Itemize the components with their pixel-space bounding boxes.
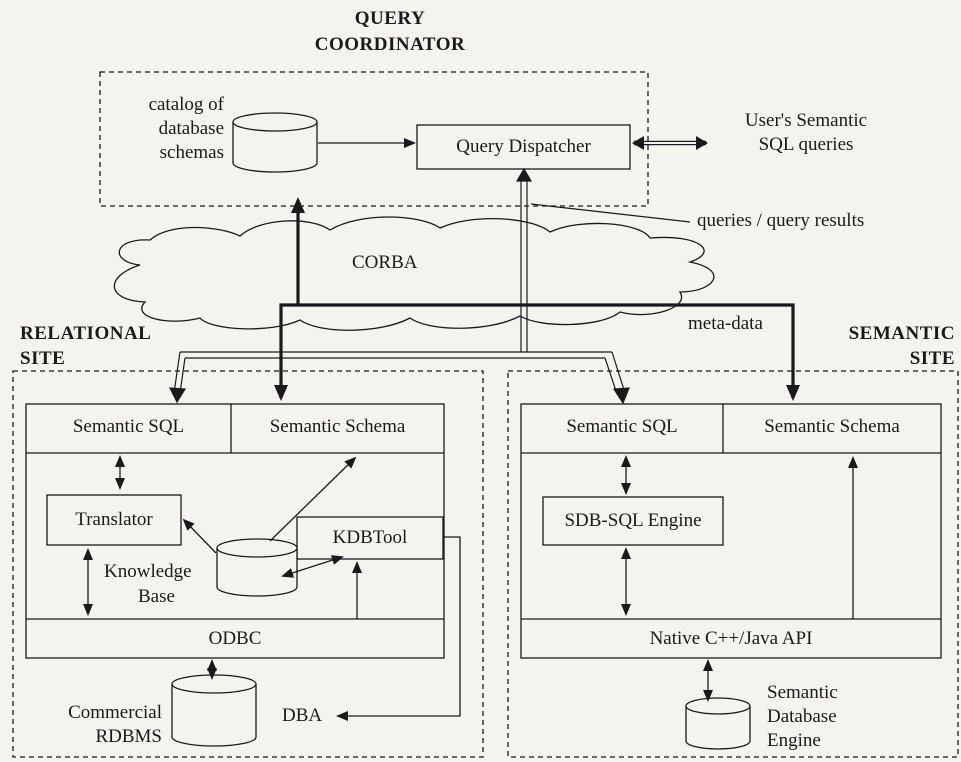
translator-label: Translator — [75, 509, 153, 530]
catalog-label-line2: database — [158, 118, 224, 139]
relational-site-region — [12, 370, 484, 758]
odbc-label: ODBC — [208, 628, 262, 649]
rdbms-label-line1: Commercial — [68, 702, 162, 723]
corba-label: CORBA — [352, 252, 418, 273]
semantic-title-line1: SEMANTIC — [848, 323, 955, 344]
relational-semantic-schema: Semantic Schema — [269, 416, 406, 437]
relational-title-line2: SITE — [20, 348, 66, 369]
queries-results-label: queries / query results — [697, 210, 865, 231]
metadata-label: meta-data — [688, 313, 763, 334]
semantic-db-line1: Semantic — [767, 682, 838, 703]
rdbms-label-line2: RDBMS — [95, 726, 162, 747]
dba-label: DBA — [282, 705, 323, 726]
catalog-label-line3: schemas — [159, 142, 224, 163]
semantic-db-line2: Database — [767, 706, 837, 727]
coordinator-region — [99, 71, 649, 207]
semantic-site-region — [507, 370, 959, 758]
semantic-db-line3: Engine — [767, 730, 821, 751]
relational-semantic-sql: Semantic SQL — [72, 416, 185, 437]
semantic-semantic-schema: Semantic Schema — [764, 416, 900, 437]
knowledge-base-line1: Knowledge — [104, 561, 192, 582]
knowledge-base-cylinder — [216, 538, 298, 597]
query-arrows — [168, 167, 691, 405]
semantic-semantic-sql: Semantic SQL — [566, 416, 678, 437]
kdbtool-box — [296, 516, 444, 560]
catalog-label-line1: catalog of — [148, 94, 224, 115]
metadata-arrows — [274, 197, 800, 401]
user-queries-line2: SQL queries — [758, 134, 854, 155]
semantic-inner-box — [520, 403, 942, 659]
sdb-engine-label: SDB-SQL Engine — [564, 510, 702, 531]
query-dispatcher-box — [416, 124, 631, 170]
knowledge-base-line2: Base — [138, 586, 175, 607]
kdbtool-label: KDBTool — [332, 527, 408, 548]
translator-box — [46, 494, 182, 546]
relational-inner-box — [25, 403, 445, 659]
semantic-db-cylinder — [685, 697, 751, 750]
catalog-cylinder — [232, 112, 318, 173]
query-dispatcher-label: Query Dispatcher — [456, 136, 591, 157]
native-api-label: Native C++/Java API — [649, 628, 813, 649]
semantic-title-line2: SITE — [909, 348, 955, 369]
rdbms-cylinder — [171, 674, 257, 747]
coordinator-title-line2: COORDINATOR — [314, 34, 466, 55]
relational-title-line1: RELATIONAL — [20, 323, 152, 344]
user-queries-line1: User's Semantic — [744, 110, 868, 131]
coordinator-title-line1: QUERY — [354, 8, 426, 29]
sdb-engine-box — [542, 496, 724, 546]
